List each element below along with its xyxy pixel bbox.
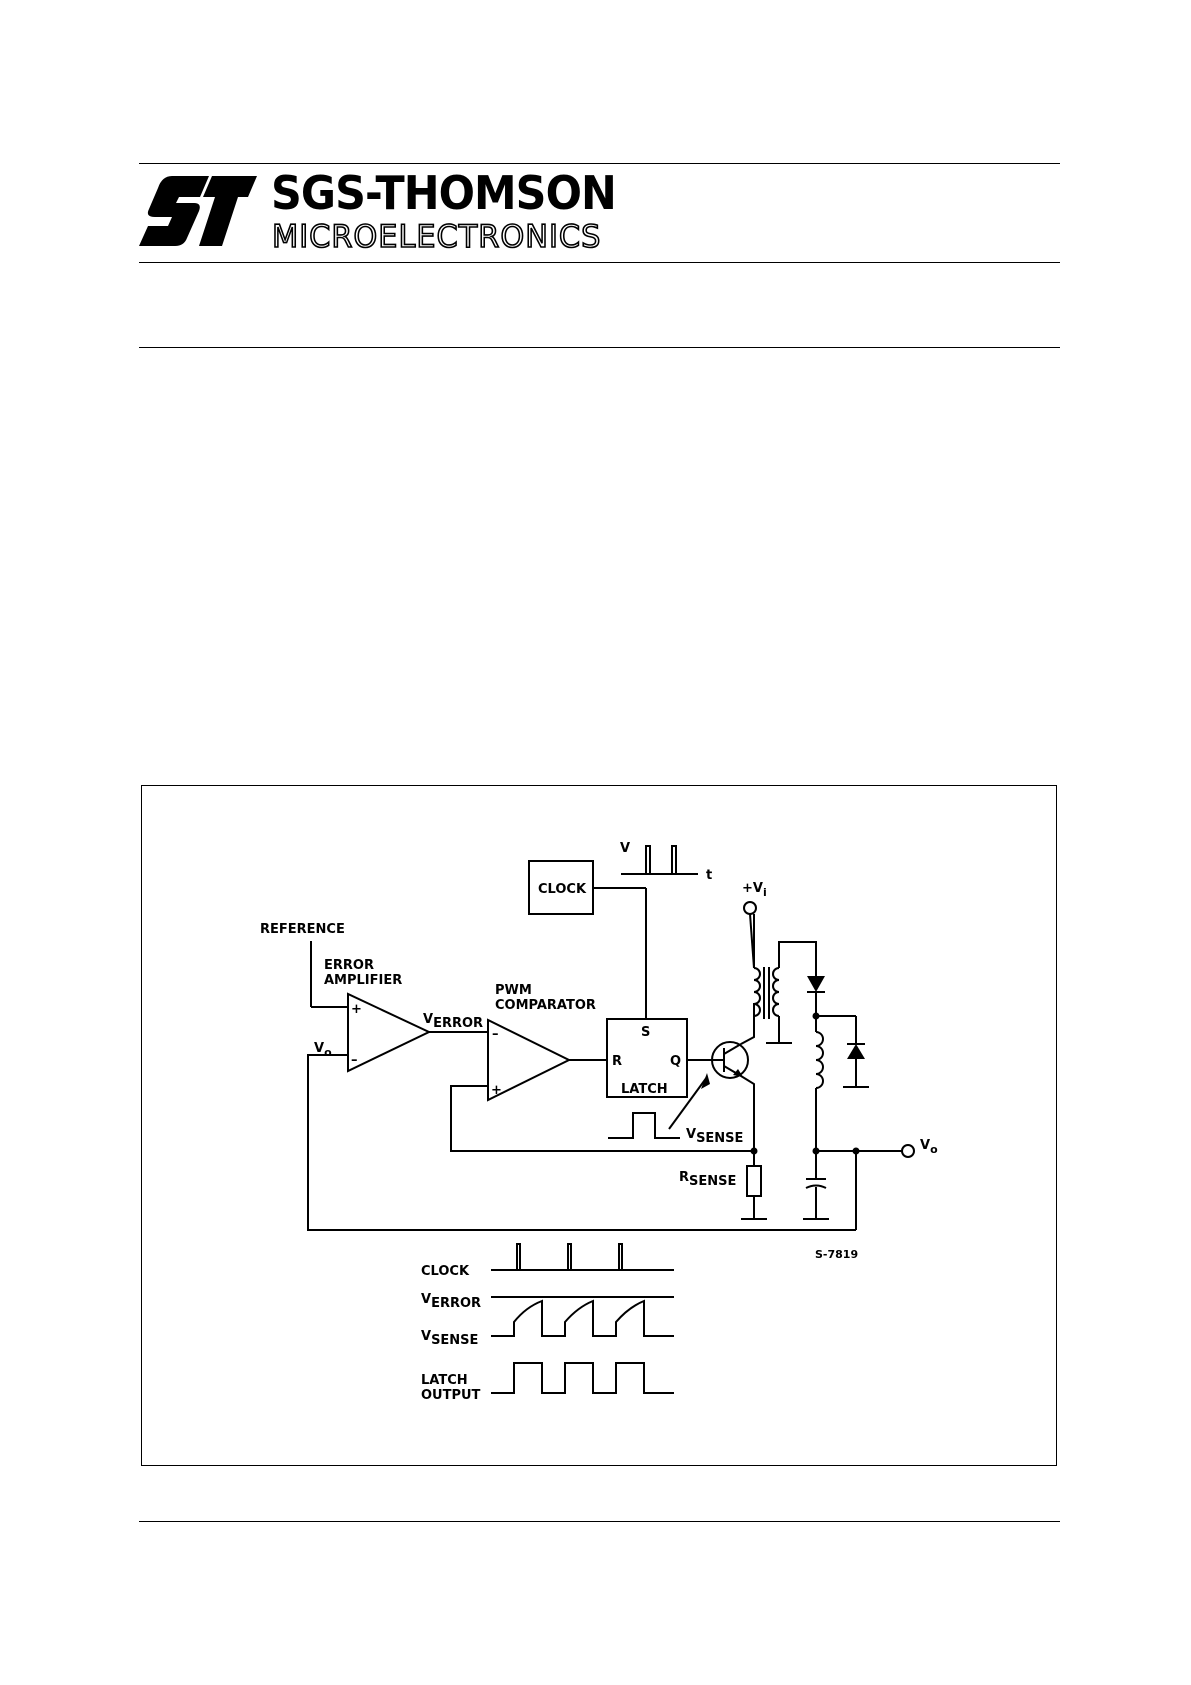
transformer-secondary — [773, 968, 779, 1016]
brand-name: SGS-THOMSON — [271, 170, 616, 216]
vo-feedback-wire — [308, 1055, 856, 1230]
vi-label: +Vi — [742, 881, 767, 899]
latch-reset-label: R — [612, 1054, 622, 1069]
latch-q-label: Q — [670, 1054, 681, 1069]
timing-clock-label: CLOCK — [421, 1264, 470, 1279]
timing-latch-output-label-1: LATCH — [421, 1373, 468, 1388]
clock-pulses — [646, 846, 650, 874]
timing-vsense-label: VSENSE — [421, 1329, 478, 1348]
output-inductor — [816, 1032, 823, 1088]
vo-output-terminal — [902, 1145, 914, 1157]
brand-subtitle: MICROELECTRONICS — [272, 222, 601, 253]
timing-latch-trace — [491, 1363, 674, 1393]
st-logo-icon — [139, 176, 257, 250]
timing-vsense-trace — [491, 1301, 674, 1336]
error-amplifier-label-1: ERROR — [324, 958, 374, 973]
error-amplifier-label-2: AMPLIFIER — [324, 973, 402, 988]
figure-code: S-7819 — [815, 1248, 858, 1261]
verror-label: VERROR — [423, 1012, 483, 1031]
pwm-comp-minus: – — [492, 1027, 499, 1042]
vo-output-label: Vo — [920, 1138, 938, 1156]
bottom-rule — [139, 1521, 1060, 1522]
section-rule — [139, 347, 1060, 348]
top-rule — [139, 163, 1060, 164]
vsense-label: VSENSE — [686, 1127, 743, 1146]
clock-axis-v-label: V — [620, 841, 630, 856]
freewheel-diode — [847, 1044, 865, 1059]
figure-frame: CLOCK V t REFERENCE ERROR AMPLIFIER + – … — [141, 785, 1057, 1466]
latch-set-label: S — [641, 1025, 650, 1040]
error-amp-minus: – — [351, 1053, 358, 1068]
rsense-resistor — [747, 1166, 761, 1196]
pwm-comparator-label-2: COMPARATOR — [495, 998, 596, 1013]
vo-input-label: Vo — [314, 1041, 332, 1059]
latch-pulse-icon — [608, 1113, 680, 1138]
pwm-comparator-label-1: PWM — [495, 983, 532, 998]
error-amp-plus: + — [351, 1002, 362, 1017]
timing-verror-label: VERROR — [421, 1292, 481, 1311]
latch-name-label: LATCH — [621, 1082, 668, 1097]
vi-terminal — [744, 902, 756, 914]
reference-label: REFERENCE — [260, 922, 345, 937]
clock-block-label: CLOCK — [538, 882, 587, 897]
pwm-controller-diagram: CLOCK V t REFERENCE ERROR AMPLIFIER + – … — [142, 786, 1055, 1464]
rsense-label: RSENSE — [679, 1170, 736, 1189]
pwm-comp-plus: + — [491, 1083, 502, 1098]
clock-axis-t-label: t — [706, 868, 712, 883]
header-bottom-rule — [139, 262, 1060, 263]
timing-latch-output-label-2: OUTPUT — [421, 1388, 481, 1403]
rectifier-diode — [807, 976, 825, 992]
